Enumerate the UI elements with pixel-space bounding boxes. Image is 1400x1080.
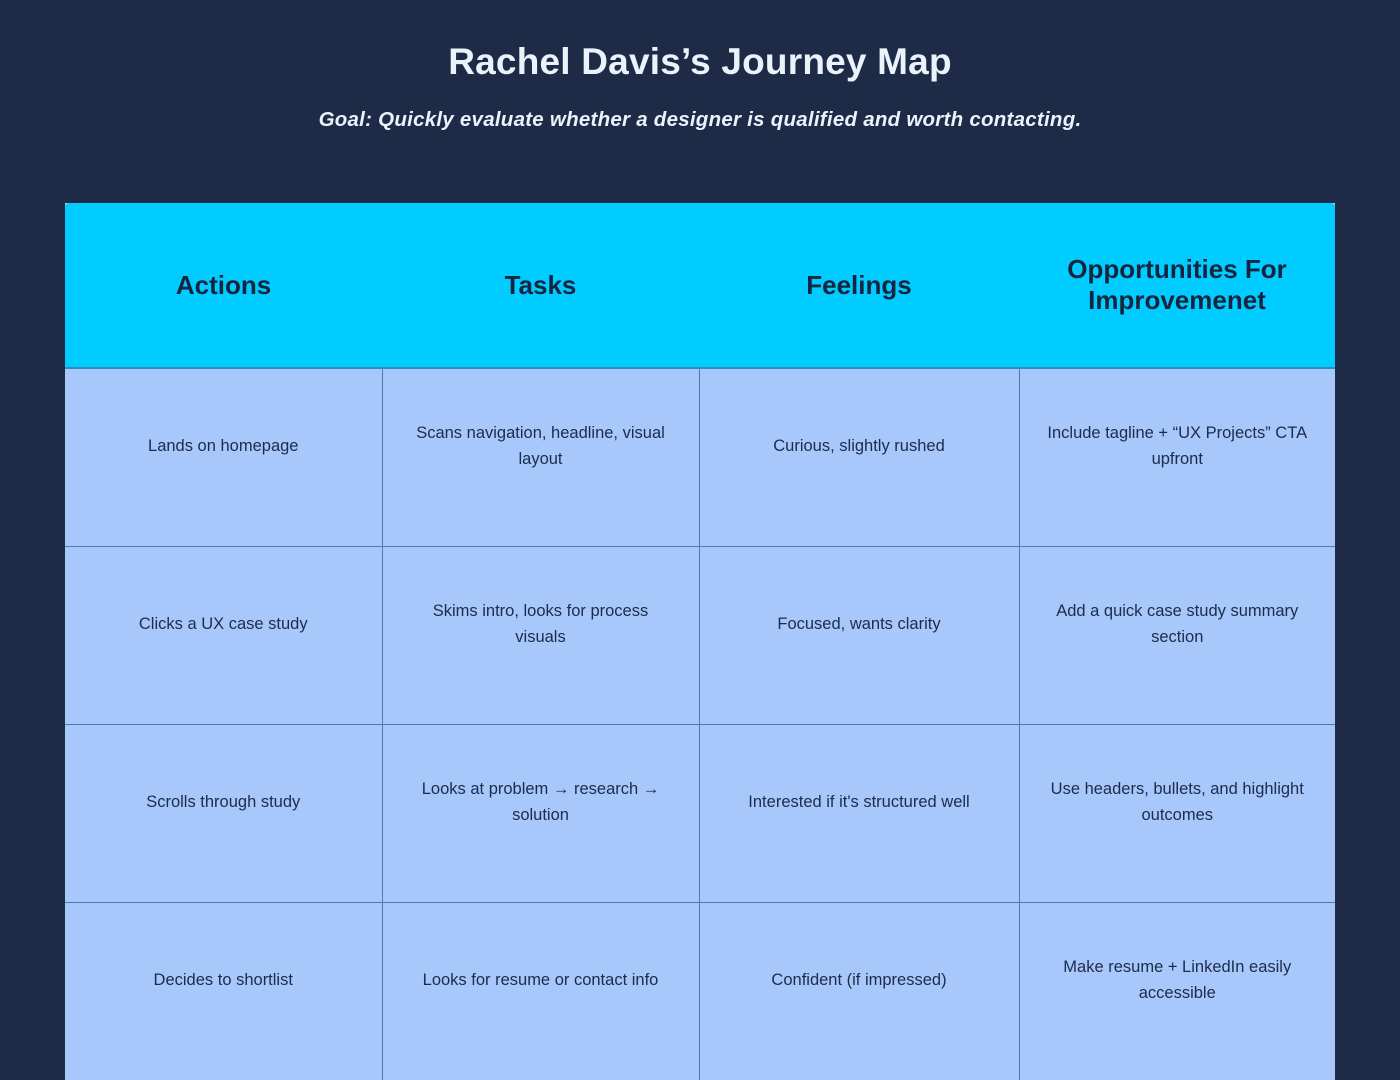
page-header: Rachel Davis’s Journey Map Goal: Quickly… <box>0 0 1400 133</box>
cell-opportunities: Use headers, bullets, and highlight outc… <box>1019 725 1335 903</box>
cell-opportunities: Add a quick case study summary section <box>1019 547 1335 725</box>
cell-actions: Clicks a UX case study <box>65 547 382 725</box>
journey-map-table-container: Actions Tasks Feelings Opportunities For… <box>65 203 1335 1080</box>
cell-actions: Lands on homepage <box>65 368 382 547</box>
page-goal-subtitle: Goal: Quickly evaluate whether a designe… <box>0 84 1400 133</box>
cell-feelings: Focused, wants clarity <box>699 547 1019 725</box>
table-row: Decides to shortlist Looks for resume or… <box>65 903 1335 1080</box>
table-row: Scrolls through study Looks at problem →… <box>65 725 1335 903</box>
column-header-feelings: Feelings <box>699 203 1019 368</box>
cell-opportunities: Make resume + LinkedIn easily accessible <box>1019 903 1335 1080</box>
cell-feelings: Interested if it's structured well <box>699 725 1019 903</box>
journey-map-table: Actions Tasks Feelings Opportunities For… <box>65 203 1335 1080</box>
column-header-actions: Actions <box>65 203 382 368</box>
cell-opportunities: Include tagline + “UX Projects” CTA upfr… <box>1019 368 1335 547</box>
journey-map-page: Rachel Davis’s Journey Map Goal: Quickly… <box>0 0 1400 1023</box>
cell-feelings: Confident (if impressed) <box>699 903 1019 1080</box>
cell-feelings: Curious, slightly rushed <box>699 368 1019 547</box>
table-row: Lands on homepage Scans navigation, head… <box>65 368 1335 547</box>
cell-tasks: Looks at problem → research → solution <box>382 725 699 903</box>
cell-actions: Decides to shortlist <box>65 903 382 1080</box>
column-header-tasks: Tasks <box>382 203 699 368</box>
page-title: Rachel Davis’s Journey Map <box>0 40 1400 84</box>
cell-tasks: Scans navigation, headline, visual layou… <box>382 368 699 547</box>
cell-actions: Scrolls through study <box>65 725 382 903</box>
table-header-row: Actions Tasks Feelings Opportunities For… <box>65 203 1335 368</box>
column-header-opportunities: Opportunities For Improvemenet <box>1019 203 1335 368</box>
cell-tasks: Looks for resume or contact info <box>382 903 699 1080</box>
table-header: Actions Tasks Feelings Opportunities For… <box>65 203 1335 368</box>
cell-tasks: Skims intro, looks for process visuals <box>382 547 699 725</box>
table-row: Clicks a UX case study Skims intro, look… <box>65 547 1335 725</box>
table-body: Lands on homepage Scans navigation, head… <box>65 368 1335 1080</box>
